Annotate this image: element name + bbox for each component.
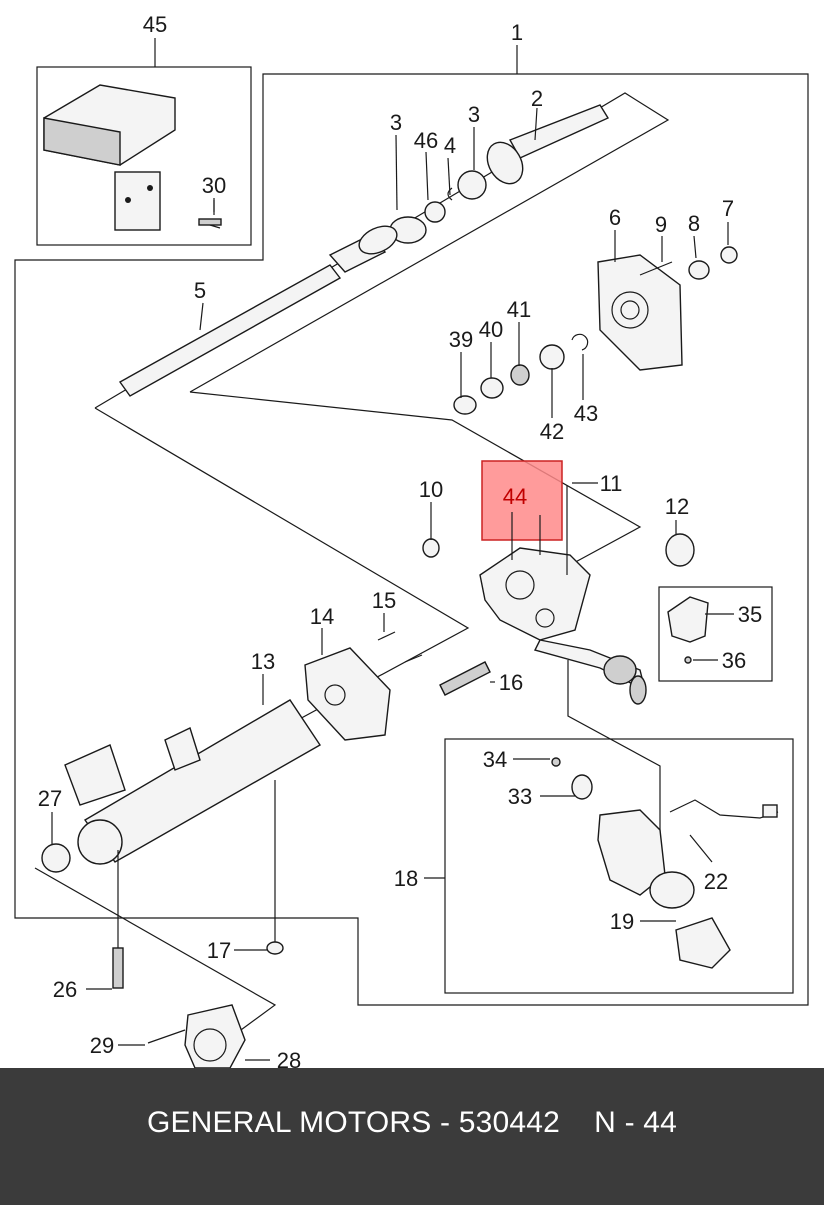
screw-30-body xyxy=(198,218,222,226)
screw-29 xyxy=(147,1029,186,1044)
spring-16 xyxy=(439,661,491,696)
lower-shaft-5 xyxy=(118,225,398,397)
guide-line-center xyxy=(94,407,470,736)
callout-4: 4 xyxy=(444,133,456,158)
callout-14: 14 xyxy=(310,604,334,629)
housing-6 xyxy=(597,254,683,371)
callout-43: 43 xyxy=(574,401,598,426)
callout-46: 46 xyxy=(414,128,438,153)
bolt-26-body xyxy=(112,947,124,989)
callout-12: 12 xyxy=(665,494,689,519)
callout-3a: 3 xyxy=(390,110,402,135)
guide-line-housing xyxy=(189,391,642,566)
leader-lines xyxy=(51,38,734,1061)
bolt-9 xyxy=(639,261,673,276)
callout-11: 11 xyxy=(600,471,623,496)
callout-labels: 1 45 2 3 3 46 4 30 5 6 9 8 7 39 40 41 42… xyxy=(38,12,762,1068)
callout-26: 26 xyxy=(53,977,77,1002)
ignition-switch-18 xyxy=(551,757,779,969)
callout-44: 44 xyxy=(503,484,527,509)
spring-8 xyxy=(688,260,710,280)
footer-text: GENERAL MOTORS - 530442 N - 44 xyxy=(146,1106,678,1139)
module-45-box xyxy=(36,66,252,246)
steering-column-exploded-view: 1 45 2 3 3 46 4 30 5 6 9 8 7 39 40 41 42… xyxy=(14,12,809,1068)
parts-39-43 xyxy=(453,333,589,415)
switch-18-box xyxy=(444,738,794,994)
bracket-44 xyxy=(479,547,647,705)
callout-35: 35 xyxy=(738,602,762,627)
highlight-44-box xyxy=(481,460,563,541)
parts-diagram: 1 45 2 3 3 46 4 30 5 6 9 8 7 39 40 41 42… xyxy=(14,12,809,1068)
callout-13: 13 xyxy=(251,649,275,674)
nut-7 xyxy=(720,246,738,264)
cover-28 xyxy=(184,1004,246,1068)
assembly-1-boundary xyxy=(14,73,809,1006)
callout-15: 15 xyxy=(372,588,396,613)
callout-30: 30 xyxy=(202,173,226,198)
callout-3b: 3 xyxy=(468,102,480,127)
nut-17 xyxy=(266,941,284,955)
callout-36: 36 xyxy=(722,648,746,673)
callout-10: 10 xyxy=(419,477,443,502)
callout-19: 19 xyxy=(610,909,634,934)
guide-line-switch xyxy=(567,660,661,840)
footer-bar: GENERAL MOTORS - 530442 N - 44 xyxy=(0,1068,824,1205)
module-45 xyxy=(43,84,176,231)
callout-7: 7 xyxy=(722,196,734,221)
bush-10 xyxy=(422,538,440,558)
callout-45: 45 xyxy=(143,12,167,37)
callout-28: 28 xyxy=(277,1048,301,1068)
callout-6: 6 xyxy=(609,205,621,230)
parts-35-36-box xyxy=(658,586,773,682)
callout-18: 18 xyxy=(394,866,418,891)
callout-2: 2 xyxy=(531,86,543,111)
callout-1: 1 xyxy=(511,20,523,45)
small-parts-3-4-46 xyxy=(389,170,487,244)
guide-line-lower xyxy=(34,867,277,1039)
callout-17: 17 xyxy=(207,938,231,963)
callout-9: 9 xyxy=(655,212,667,237)
callout-33: 33 xyxy=(508,784,532,809)
callout-34: 34 xyxy=(483,747,507,772)
housing-14 xyxy=(304,647,391,741)
callout-40: 40 xyxy=(479,317,503,342)
upper-shaft-2 xyxy=(486,104,610,185)
ring-27 xyxy=(41,843,71,873)
callout-29: 29 xyxy=(90,1033,114,1058)
cap-12 xyxy=(665,533,695,567)
callout-42: 42 xyxy=(540,419,564,444)
callout-8: 8 xyxy=(688,211,700,236)
callout-16: 16 xyxy=(499,670,523,695)
callout-41: 41 xyxy=(507,297,531,322)
callout-22: 22 xyxy=(704,869,728,894)
callout-5: 5 xyxy=(194,278,206,303)
callout-39: 39 xyxy=(449,327,473,352)
callout-27: 27 xyxy=(38,786,62,811)
screw-36 xyxy=(684,656,692,664)
column-tube-13 xyxy=(64,699,321,865)
lever-35 xyxy=(667,596,709,643)
screws-15 xyxy=(377,631,423,663)
